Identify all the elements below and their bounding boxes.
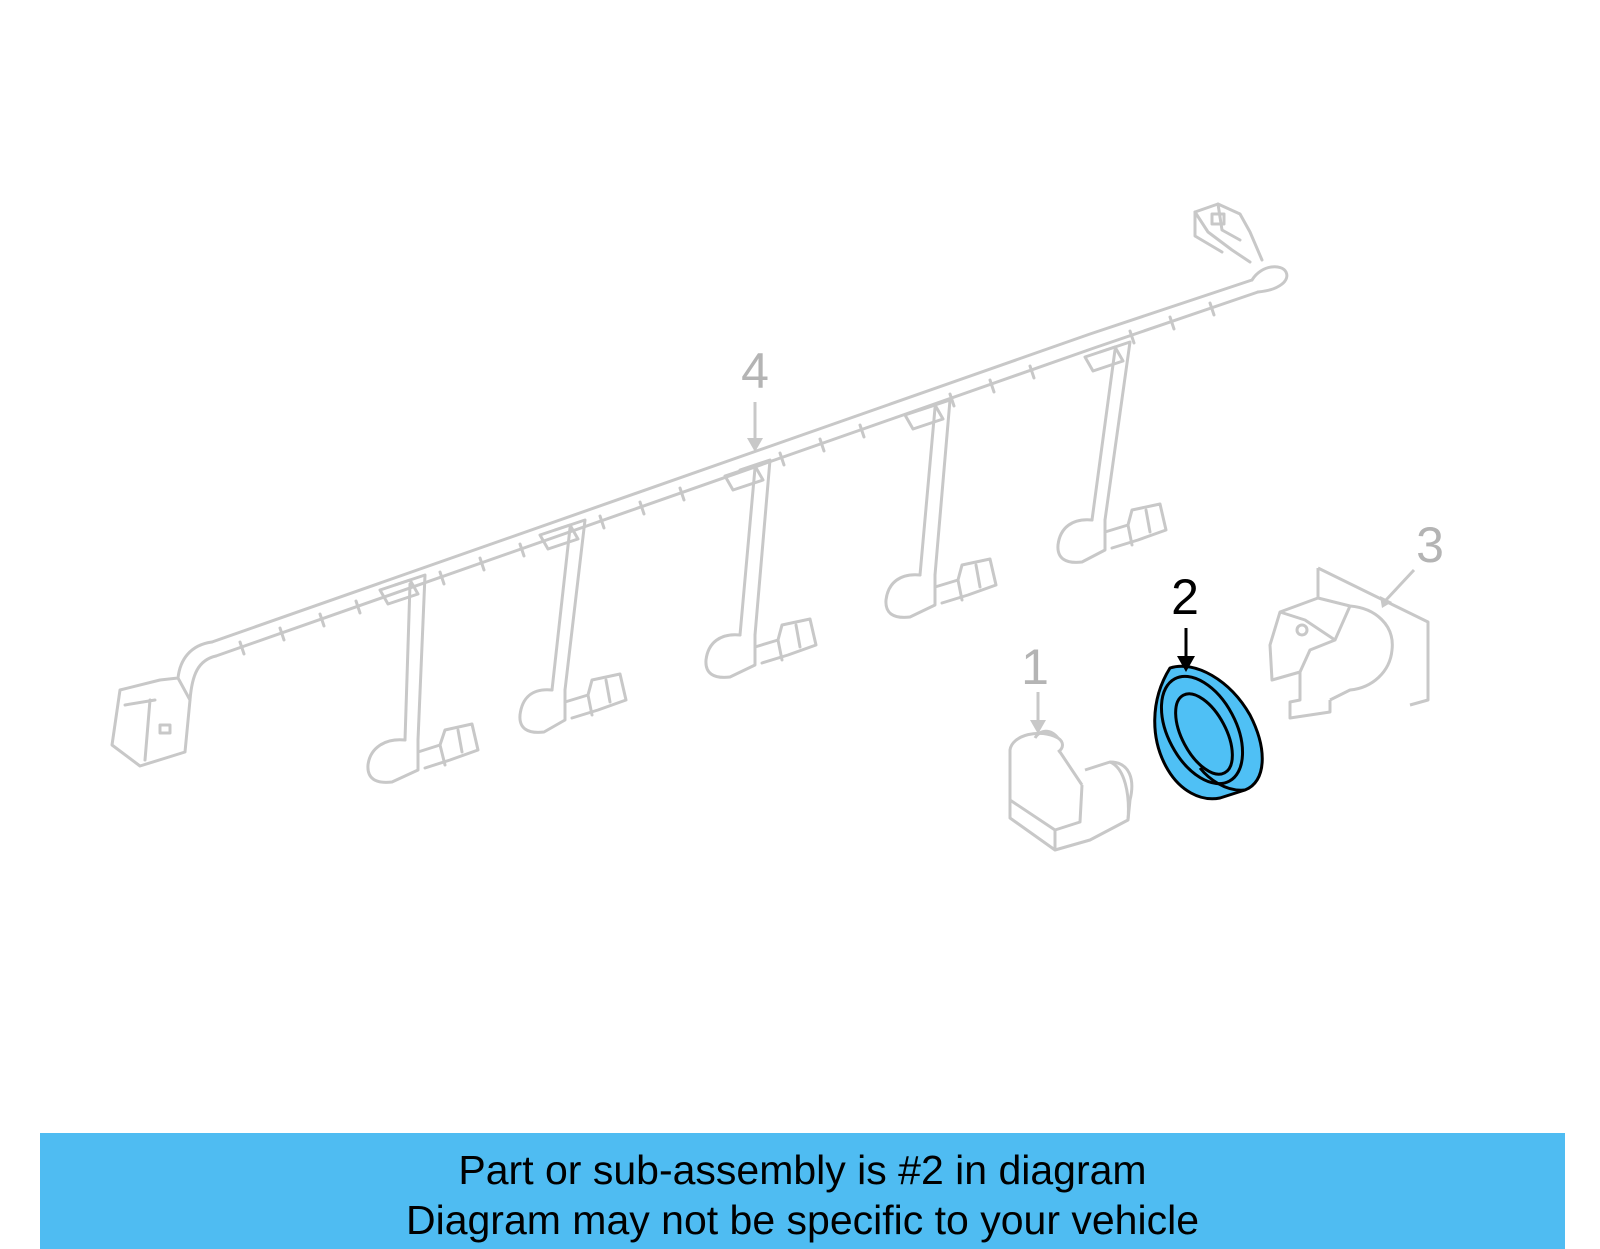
- bracket-part-3: [1268, 566, 1430, 720]
- sensor-part-1: [1008, 729, 1134, 852]
- callout-arrow-1: [1030, 692, 1046, 734]
- callout-arrow-2: [1177, 628, 1195, 672]
- callout-number-2: 2: [1171, 569, 1199, 625]
- info-banner: Part or sub-assembly is #2 in diagram Di…: [40, 1133, 1565, 1249]
- callout-arrow-4: [747, 402, 763, 452]
- banner-disclaimer: Diagram may not be specific to your vehi…: [405, 1197, 1199, 1243]
- callout-number-4: 4: [741, 343, 769, 399]
- banner-part-reference: Part or sub-assembly is #2 in diagram: [458, 1147, 1147, 1193]
- callout-number-1: 1: [1021, 639, 1049, 695]
- wiring-harness-part-4: [110, 202, 1289, 768]
- harness-branches: [366, 340, 1168, 784]
- callout-arrow-3: [1380, 568, 1416, 608]
- grommet-part-2: [1153, 664, 1264, 801]
- callout-number-3: 3: [1416, 517, 1444, 573]
